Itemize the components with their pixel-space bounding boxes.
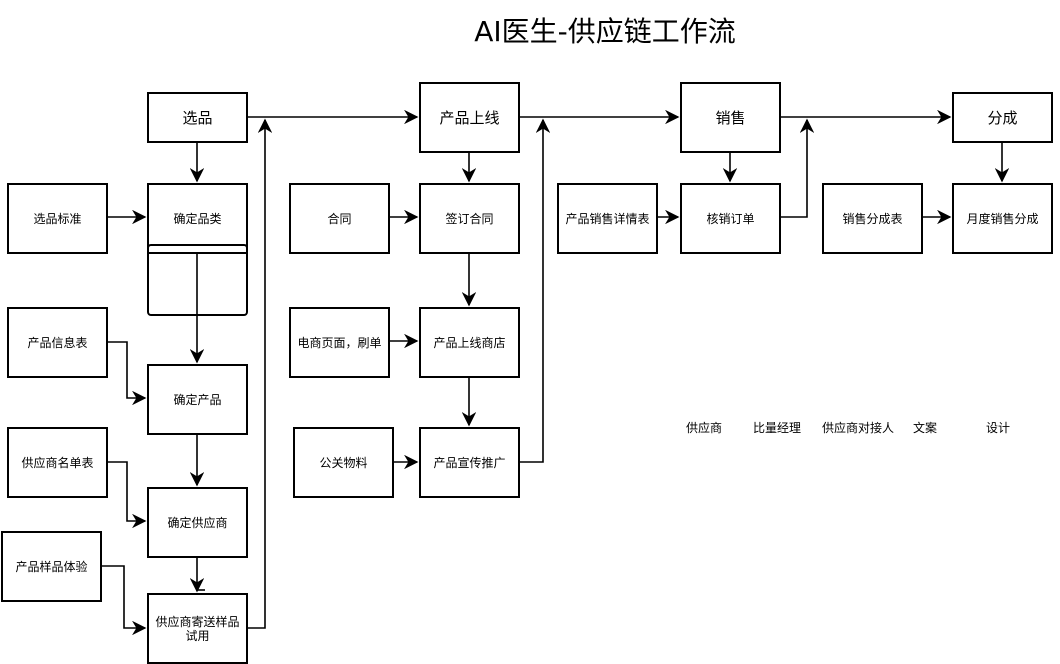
node-queding-pinlei: 确定品类 [147, 183, 248, 254]
edge-xinxi-to-chanpin [107, 341, 147, 406]
node-chanpin-yangpin-tiyan: 产品样品体验 [1, 531, 102, 602]
role-label-biliang-jingli: 比量经理 [753, 421, 802, 435]
node-gongguan-wuliao: 公关物料 [293, 427, 394, 498]
role-label-gongyingshang-duijieren: 供应商对接人 [822, 421, 895, 435]
node-yuedu-xiaoshou-fencheng: 月度销售分成 [952, 183, 1053, 254]
node-chanpin-xuanchuan: 产品宣传推广 [419, 427, 520, 498]
node-chanpin-xiaoshou-xiangqing: 产品销售详情表 [557, 183, 658, 254]
role-label-gongyingshang: 供应商 [686, 421, 723, 435]
edge-mingdan-to-gongyingshang [107, 461, 147, 529]
role-label-sheji: 设计 [986, 421, 1011, 435]
node-gongyingshang-mingdan: 供应商名单表 [7, 427, 108, 498]
node-gongyingshang-jisong: 供应商寄送样品试用 [147, 593, 248, 664]
diagram-title: AI医生-供应链工作流 [474, 15, 736, 48]
node-xuanpin-biaozhun: 选品标准 [7, 183, 108, 254]
node-hexiao-dingdan: 核销订单 [680, 183, 781, 254]
node-xiaoshou: 销售 [680, 82, 781, 153]
node-chanpin-xinxi-biao: 产品信息表 [7, 307, 108, 378]
node-dianshang-yemian: 电商页面，刷单 [289, 307, 390, 378]
node-xiaoshou-fencheng-biao: 销售分成表 [822, 183, 923, 254]
edge-xuanchuan-to-top [519, 118, 551, 463]
node-empty-box [147, 244, 248, 316]
node-queding-chanpin: 确定产品 [147, 364, 248, 435]
node-hetong: 合同 [289, 183, 390, 254]
node-xuanpin: 选品 [147, 92, 248, 143]
node-qianding-hetong: 签订合同 [419, 183, 520, 254]
node-chanpin-shangxian-shangdian: 产品上线商店 [419, 307, 520, 378]
node-queding-gongyingshang: 确定供应商 [147, 487, 248, 558]
edge-yangpin-to-jisong [101, 565, 147, 636]
edge-hexiao-to-top [780, 118, 815, 218]
node-chanpin-shangxian: 产品上线 [419, 82, 520, 153]
role-label-wenan: 文案 [913, 421, 938, 435]
node-fencheng: 分成 [952, 92, 1053, 143]
edge-jisong-to-top [247, 118, 273, 629]
